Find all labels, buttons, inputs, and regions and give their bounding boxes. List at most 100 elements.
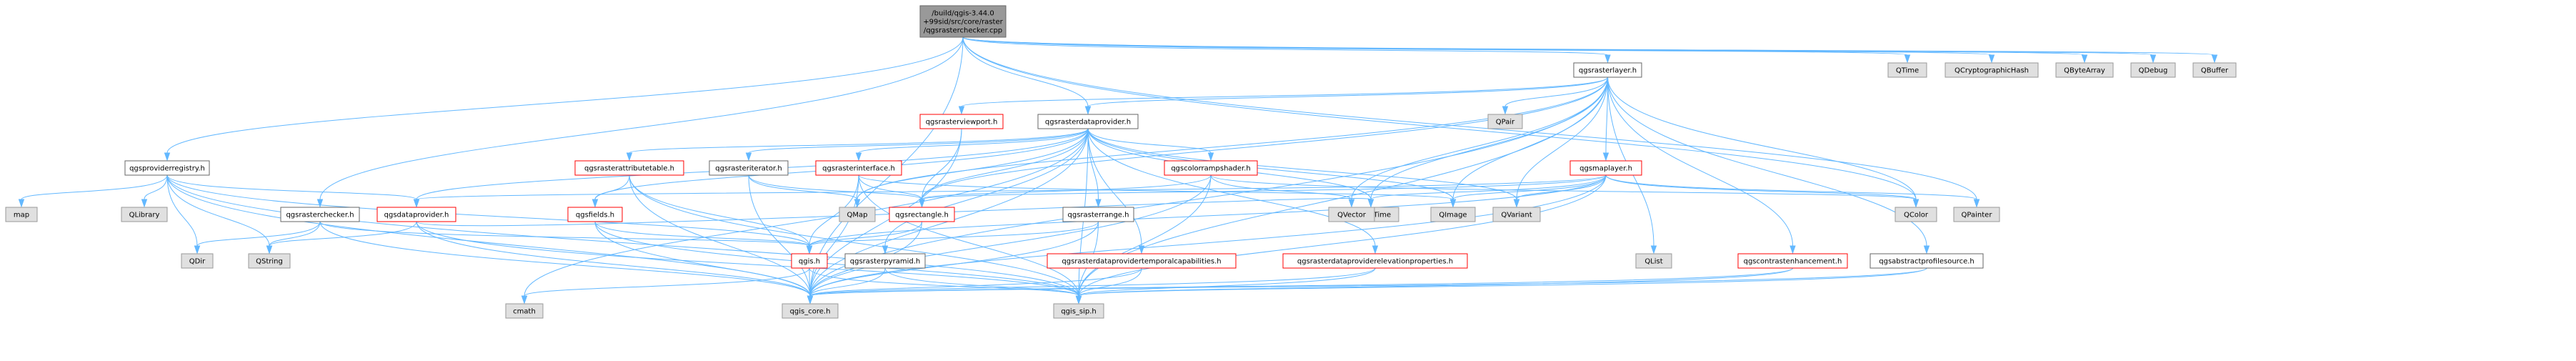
edge-layer: [18, 36, 2218, 305]
edge-line: [1087, 128, 1517, 200]
edge-root-to-QByteArray: [962, 36, 2088, 64]
edge-qgsproviderregistry-to-qgsdataprovider: [166, 174, 420, 208]
node-label: qgsrasterchecker.h: [286, 212, 354, 219]
node-box: [2130, 62, 2176, 78]
node-qgsrectangle[interactable]: qgsrectangle.h: [889, 207, 955, 222]
node-qgsrasterrange[interactable]: qgsrasterrange.h: [1062, 207, 1134, 222]
node-QVector: QVector: [1328, 207, 1375, 222]
node-label: cmath: [513, 308, 536, 316]
node-box: [1062, 207, 1134, 222]
edge-arrowhead: [1904, 54, 1911, 64]
edge-arrowhead: [1075, 295, 1082, 305]
node-qgis_sip: qgis_sip.h: [1053, 303, 1104, 319]
edge-root-to-qgsrasterchecker: [316, 36, 964, 208]
edge-line: [1087, 128, 1454, 200]
node-box: [782, 303, 839, 319]
edge-qgsmaplayer-to-qgsdataprovider: [413, 174, 1607, 208]
node-label: QImage: [1439, 212, 1467, 219]
edge-line: [884, 128, 1089, 247]
edge-arrowhead: [1367, 199, 1374, 208]
node-box: [1573, 62, 1642, 78]
node-qgsdataprovider[interactable]: qgsdataprovider.h: [376, 207, 456, 222]
edge-line: [1504, 76, 1608, 107]
edge-qgscolorrampshader-to-QColor: [1210, 174, 1919, 208]
node-root[interactable]: /build/qgis-3.44.0+99sid/src/core/raster…: [919, 5, 1007, 38]
node-box: [844, 253, 926, 269]
edge-line: [962, 36, 2215, 56]
edge-line: [1370, 76, 1608, 200]
node-label: qgsdataprovider.h: [384, 212, 449, 219]
node-qgsrasterviewport[interactable]: qgsrasterviewport.h: [919, 114, 1004, 129]
edge-line: [1607, 76, 1917, 200]
node-box: [1492, 207, 1541, 222]
node-qgsh[interactable]: qgis.h: [791, 253, 828, 269]
node-qgsmaplayer[interactable]: qgsmaplayer.h: [1569, 160, 1642, 176]
node-label: QMap: [847, 212, 868, 219]
node-box: [1430, 207, 1476, 222]
edge-qgsrasterpyramid-to-qgis_core: [807, 267, 886, 305]
edge-qgsrasterdataprovider-to-qgsrasterinterface: [855, 128, 1089, 162]
node-qgsrasterlayer[interactable]: qgsrasterlayer.h: [1573, 62, 1642, 78]
node-layer: /build/qgis-3.44.0+99sid/src/core/raster…: [5, 5, 2237, 319]
edge-arrowhead: [1502, 106, 1509, 115]
node-box: [1869, 253, 1984, 269]
node-QLibrary: QLibrary: [121, 207, 168, 222]
edge-arrowhead: [882, 245, 889, 254]
edge-line: [962, 36, 1089, 107]
edge-root-to-QTime: [962, 36, 1911, 64]
node-box: [574, 160, 684, 176]
node-qgsrdptemporal[interactable]: qgsrasterdataprovidertemporalcapabilitie…: [1047, 253, 1237, 269]
node-qgsproviderregistry[interactable]: qgsproviderregistry.h: [124, 160, 210, 176]
edge-arrowhead: [1138, 245, 1145, 254]
edge-line: [1516, 174, 1607, 200]
edge-line: [1351, 76, 1608, 200]
edge-line: [858, 174, 1454, 200]
node-qgsrasterdataprovider[interactable]: qgsrasterdataprovider.h: [1037, 114, 1139, 129]
node-label: QLibrary: [129, 212, 160, 219]
node-label: QCryptographicHash: [1955, 67, 2029, 75]
edge-arrowhead: [164, 152, 171, 162]
edge-root-to-qgsrasterlayer: [962, 36, 1611, 64]
node-qgsfields[interactable]: qgsfields.h: [567, 207, 623, 222]
node-qgscontrastenhancement[interactable]: qgscontrastenhancement.h: [1737, 253, 1848, 269]
edge-line: [524, 128, 1089, 297]
edge-qgsrasterchecker-to-QDir: [194, 221, 321, 254]
edge-line: [269, 221, 321, 247]
edge-root-to-QBuffer: [962, 36, 2218, 64]
edge-arrowhead: [316, 199, 324, 208]
edge-qgsdataprovider-to-qgis_sip: [416, 221, 1082, 305]
edge-line: [1370, 174, 1607, 200]
node-label: QVariant: [1501, 212, 1532, 219]
edge-qgsabstractprofilesource-to-qgis_core: [807, 267, 1927, 305]
node-QMap: QMap: [839, 207, 876, 222]
node-qgsrasterattributetable[interactable]: qgsrasterattributetable.h: [574, 160, 684, 176]
edge-arrowhead: [413, 199, 420, 208]
edge-arrowhead: [1650, 245, 1657, 254]
node-qgsabstractprofilesource[interactable]: qgsabstractprofilesource.h: [1869, 253, 1984, 269]
node-qgsrasterchecker[interactable]: qgsrasterchecker.h: [280, 207, 360, 222]
node-box: [5, 207, 38, 222]
edge-line: [1078, 174, 1607, 297]
edge-line: [857, 76, 1608, 200]
edge-root-to-qgsproviderregistry: [164, 36, 964, 162]
node-label: qgsrasterdataprovidertemporalcapabilitie…: [1062, 258, 1221, 266]
edge-line: [629, 174, 810, 247]
node-label: QList: [1644, 258, 1662, 266]
node-label: qgscolorrampshader.h: [1171, 165, 1251, 173]
node-box: [709, 160, 789, 176]
node-qgscolorrampshader[interactable]: qgscolorrampshader.h: [1164, 160, 1258, 176]
node-qgsrasterpyramid[interactable]: qgsrasterpyramid.h: [844, 253, 926, 269]
node-qgsrdpelevation[interactable]: qgsrasterdataproviderelevationproperties…: [1282, 253, 1468, 269]
node-label: QBuffer: [2201, 67, 2229, 75]
edge-arrowhead: [2211, 54, 2218, 64]
node-qgsrasteriterator[interactable]: qgsrasteriterator.h: [709, 160, 789, 176]
node-qgsrasterinterface[interactable]: qgsrasterinterface.h: [815, 160, 902, 176]
edge-arrowhead: [1372, 245, 1379, 254]
node-box: [2192, 62, 2237, 78]
node-label: qgsrasterattributetable.h: [584, 165, 674, 173]
edge-line: [1605, 76, 1608, 154]
node-box: [121, 207, 168, 222]
node-box: [1487, 114, 1523, 129]
edge-qgsrasterlayer-to-QPair: [1502, 76, 1608, 115]
edge-line: [1607, 76, 1793, 247]
